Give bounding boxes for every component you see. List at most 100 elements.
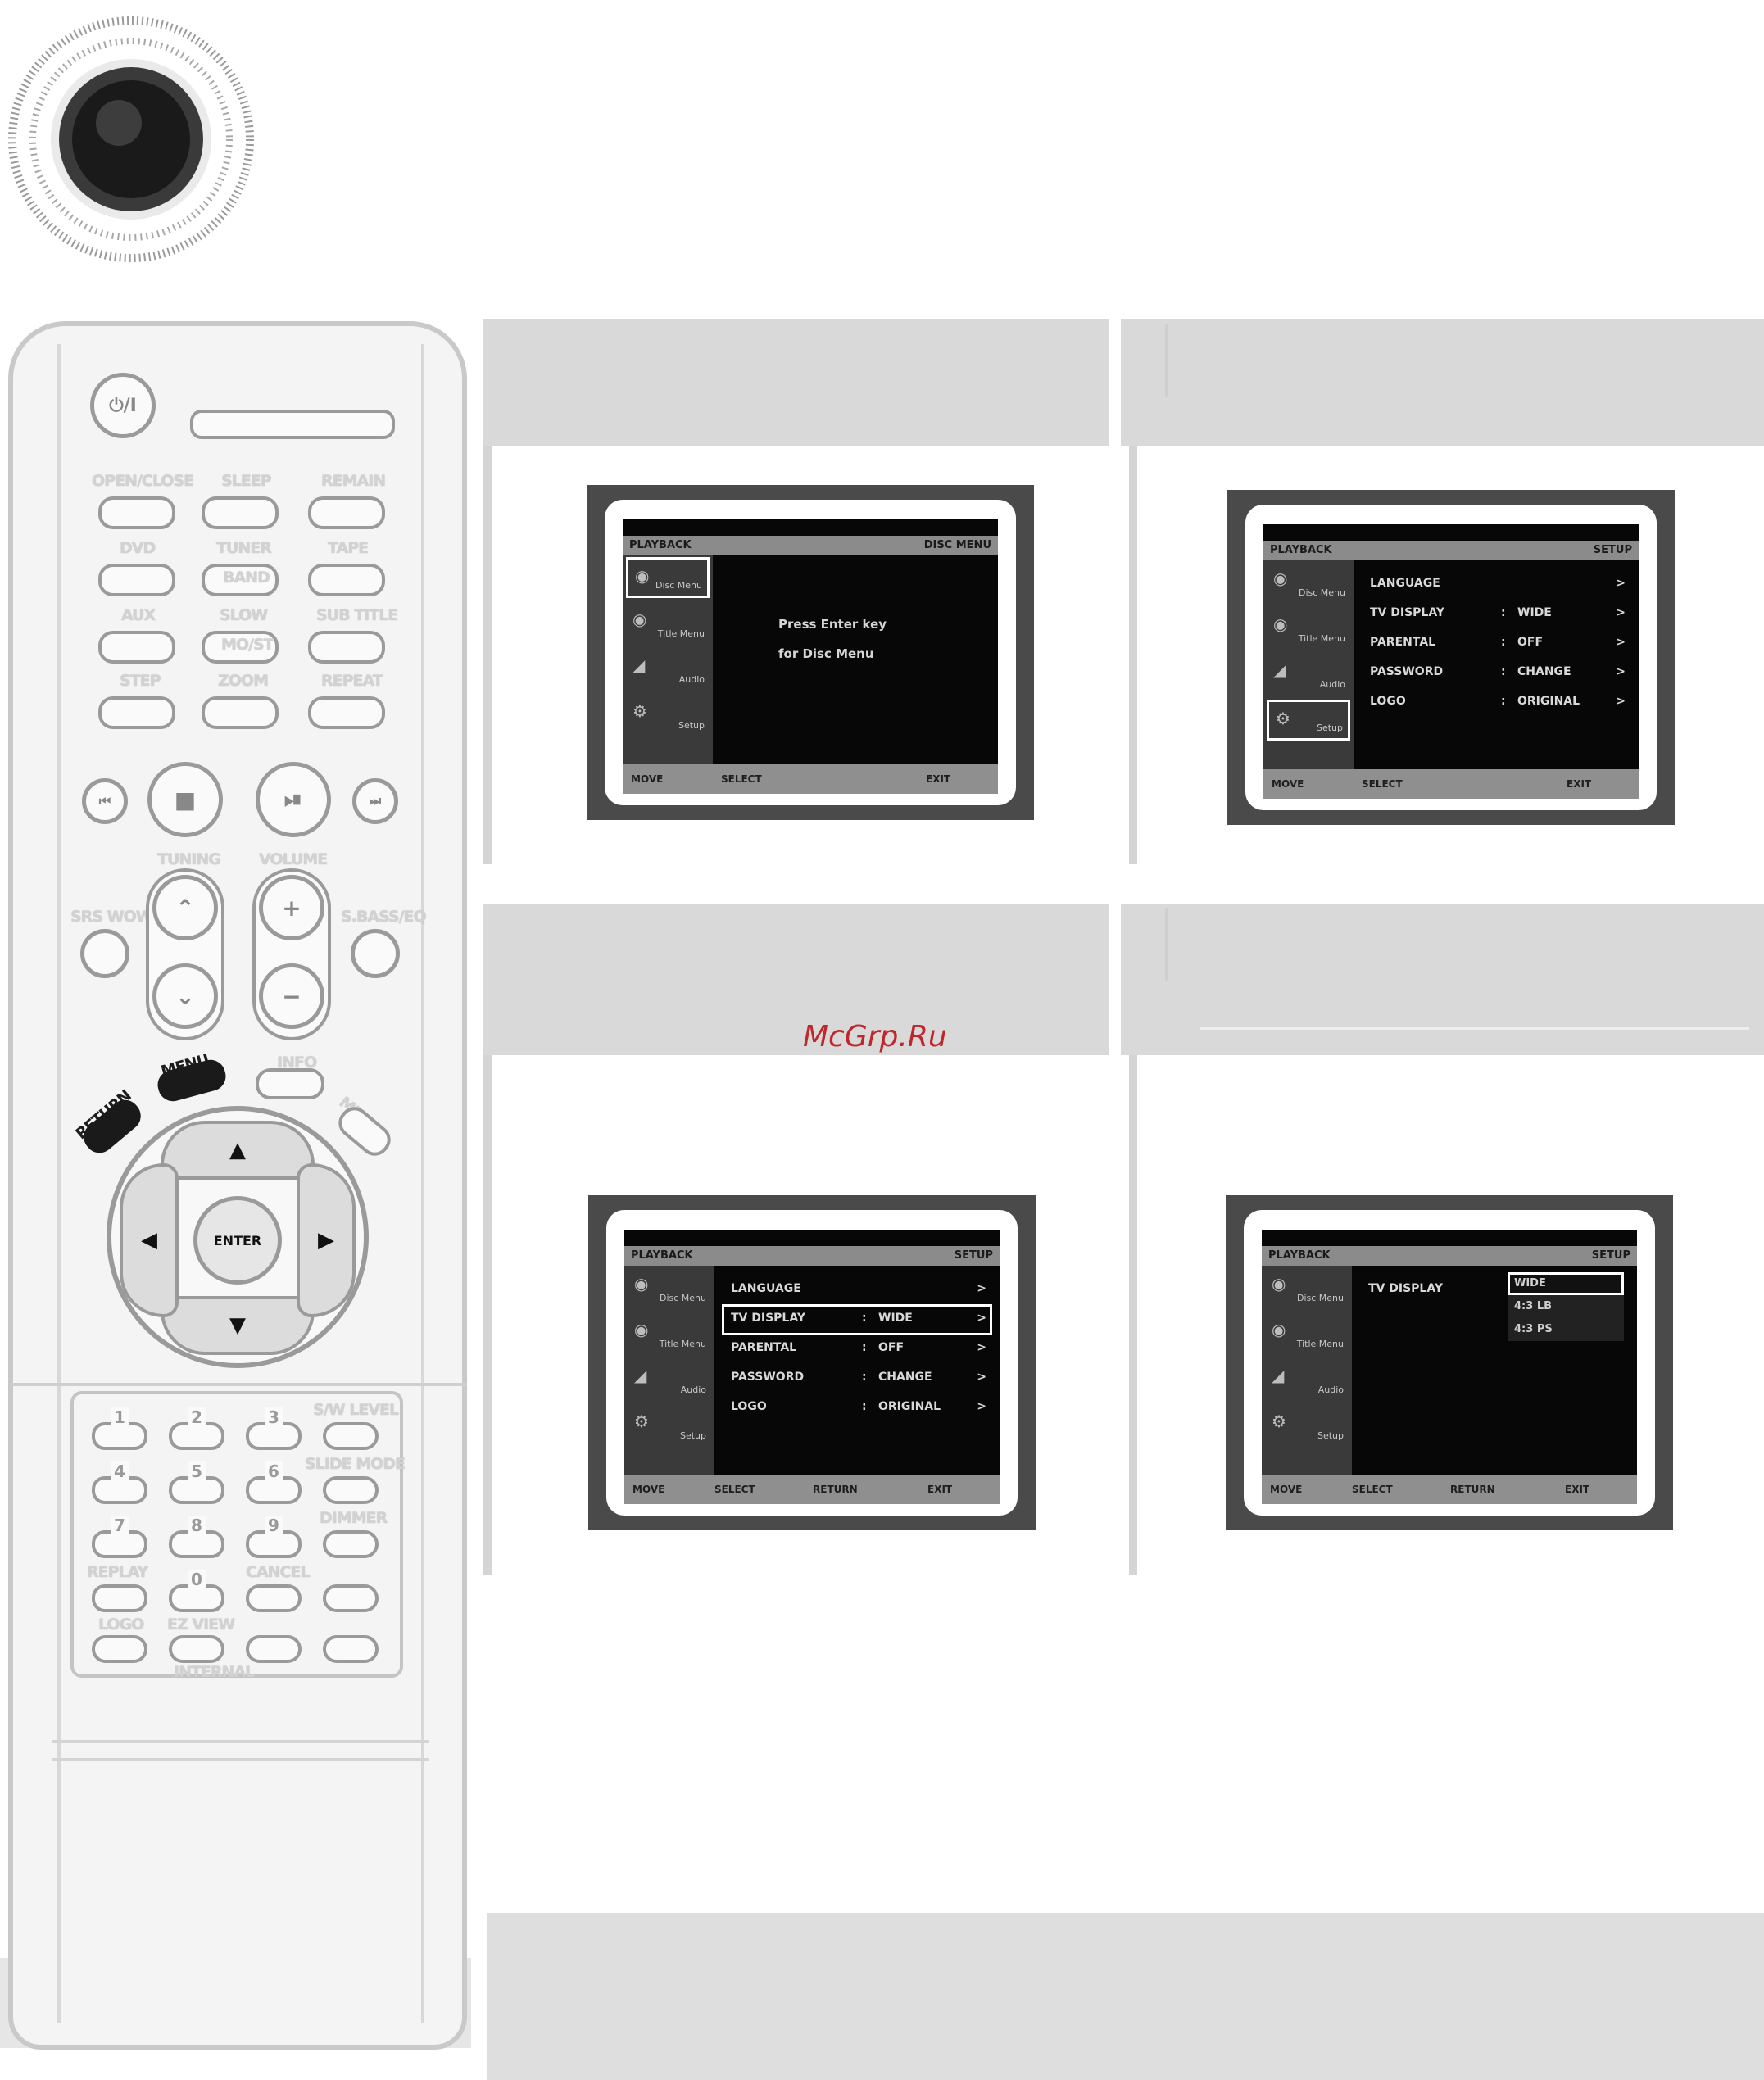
osd-message: Press Enter key for Disc Menu <box>778 609 887 668</box>
osd-row-tv-display[interactable]: TV DISPLAY:WIDE> <box>722 1304 992 1335</box>
option-4-3-ps[interactable]: 4:3 PS <box>1508 1318 1624 1341</box>
osd-row-password[interactable]: PASSWORD:CHANGE> <box>723 1364 991 1393</box>
dimmer-button[interactable] <box>323 1530 379 1558</box>
digit-4-button[interactable]: 4 <box>92 1461 147 1504</box>
row-key: LANGUAGE <box>731 1282 801 1295</box>
chevron-down-icon: ⌄ <box>175 982 195 1010</box>
logo-button[interactable] <box>92 1635 147 1663</box>
replay-label: REPLAY <box>87 1563 148 1581</box>
option-4-3-lb[interactable]: 4:3 LB <box>1508 1295 1624 1318</box>
osd-hint-move: MOVE <box>631 773 664 785</box>
tuning-down-button[interactable]: ⌄ <box>152 963 218 1029</box>
srs-wow-button[interactable] <box>80 929 129 978</box>
osd-row-parental[interactable]: PARENTAL:OFF> <box>1362 629 1630 659</box>
gear-icon: ⚙ <box>633 701 647 721</box>
speaker-logo <box>8 16 254 262</box>
osd-item-disc-menu[interactable]: ◉Disc Menu <box>1267 562 1350 603</box>
digit-label: 2 <box>188 1407 206 1427</box>
osd-row-language[interactable]: LANGUAGE > <box>723 1276 991 1305</box>
subtitle-button[interactable] <box>308 631 385 664</box>
ez-view-button[interactable] <box>169 1635 224 1663</box>
keypad-panel <box>70 1391 403 1678</box>
dpad-left-button[interactable]: ◀ <box>120 1163 179 1317</box>
osd-item-disc-menu[interactable]: ◉Disc Menu <box>1265 1267 1349 1308</box>
play-pause-button[interactable]: ⏯ <box>256 762 331 837</box>
osd-item-audio[interactable]: ◢Audio <box>1265 1359 1349 1400</box>
stop-button[interactable]: ■ <box>147 762 223 837</box>
osd-item-audio[interactable]: ◢Audio <box>626 649 710 690</box>
digit-0-button[interactable]: 0 <box>169 1570 224 1612</box>
digit-1-button[interactable]: 1 <box>92 1407 147 1450</box>
osd-setup-list: LANGUAGE > TV DISPLAY:WIDE> PARENTAL:OFF>… <box>722 1276 992 1423</box>
slide-mode-button[interactable] <box>323 1476 379 1504</box>
sw-level-button[interactable] <box>323 1422 379 1450</box>
digit-8-button[interactable]: 8 <box>169 1516 224 1558</box>
osd-sidebar: ◉Disc Menu ◉Title Menu ◢Audio ⚙Setup <box>623 555 713 764</box>
osd-item-audio[interactable]: ◢Audio <box>1267 654 1350 695</box>
tuning-up-button[interactable]: ⌃ <box>152 875 218 940</box>
osd-setup-list: LANGUAGE> TV DISPLAY:WIDE> PARENTAL:OFF>… <box>1362 570 1630 718</box>
osd-item-title-menu[interactable]: ◉Title Menu <box>1265 1313 1349 1354</box>
osd-item-setup[interactable]: ⚙Setup <box>1267 700 1350 741</box>
row-key: LOGO <box>1370 695 1406 708</box>
volume-up-button[interactable]: + <box>259 875 324 940</box>
prev-button[interactable]: ⏮ <box>82 778 128 824</box>
digit-3-button[interactable]: 3 <box>246 1407 302 1450</box>
digit-2-button[interactable]: 2 <box>169 1407 224 1450</box>
open-close-button[interactable] <box>98 496 175 529</box>
option-wide[interactable]: WIDE <box>1508 1272 1624 1295</box>
tape-label: TAPE <box>328 539 369 557</box>
chevron-right-icon: > <box>1616 606 1626 619</box>
osd-item-label: Audio <box>680 1384 706 1395</box>
power-button[interactable]: ⏻/I <box>90 373 156 438</box>
osd-item-setup[interactable]: ⚙Setup <box>1265 1405 1349 1446</box>
osd-row-logo[interactable]: LOGO:ORIGINAL> <box>723 1393 991 1423</box>
zoom-button[interactable] <box>202 696 279 729</box>
digit-5-button[interactable]: 5 <box>169 1461 224 1504</box>
replay-button[interactable] <box>92 1584 147 1612</box>
osd-item-title-menu[interactable]: ◉Title Menu <box>1267 608 1350 649</box>
extra-button[interactable] <box>323 1584 379 1612</box>
digit-6-button[interactable]: 6 <box>246 1461 302 1504</box>
sound-edit-button[interactable] <box>323 1635 379 1663</box>
aux-button[interactable] <box>98 631 175 664</box>
step-button[interactable] <box>98 696 175 729</box>
osd-row-language[interactable]: LANGUAGE> <box>1362 570 1630 600</box>
dvd-button[interactable] <box>98 564 175 596</box>
osd-item-title-menu[interactable]: ◉Title Menu <box>626 603 710 644</box>
osd-item-disc-menu[interactable]: ◉Disc Menu <box>628 1267 711 1308</box>
osd-item-setup[interactable]: ⚙Setup <box>628 1405 711 1446</box>
enter-button[interactable]: ENTER <box>193 1196 282 1285</box>
dpad-right-button[interactable]: ▶ <box>297 1163 356 1317</box>
dpad-up-button[interactable]: ▲ <box>161 1121 315 1180</box>
osd-sidebar: ◉Disc Menu ◉Title Menu ◢Audio ⚙Setup <box>624 1266 714 1475</box>
down-arrow-icon: ▼ <box>229 1313 246 1338</box>
osd-item-disc-menu[interactable]: ◉Disc Menu <box>626 557 710 598</box>
osd-item-setup[interactable]: ⚙Setup <box>626 695 710 736</box>
tuner-memory-button[interactable] <box>246 1635 302 1663</box>
info-button[interactable] <box>256 1068 324 1099</box>
tv-screen-2: PLAYBACK SETUP ◉Disc Menu ◉Title Menu ◢A… <box>1227 490 1675 825</box>
osd-row-parental[interactable]: PARENTAL:OFF> <box>723 1335 991 1364</box>
tuner-band-button[interactable]: BAND <box>202 564 279 596</box>
osd-row-password[interactable]: PASSWORD:CHANGE> <box>1362 659 1630 688</box>
osd-row-logo[interactable]: LOGO:ORIGINAL> <box>1362 688 1630 718</box>
slow-most-button[interactable]: MO/ST <box>202 631 279 664</box>
remain-button[interactable] <box>308 496 385 529</box>
osd-item-audio[interactable]: ◢Audio <box>628 1359 711 1400</box>
digit-7-button[interactable]: 7 <box>92 1516 147 1558</box>
osd-row-tv-display[interactable]: TV DISPLAY:WIDE> <box>1362 600 1630 629</box>
digit-9-button[interactable]: 9 <box>246 1516 302 1558</box>
sbass-eq-button[interactable] <box>351 929 400 978</box>
sleep-button[interactable] <box>202 496 279 529</box>
dpad-down-button[interactable]: ▼ <box>161 1296 315 1355</box>
tape-button[interactable] <box>308 564 385 596</box>
repeat-button[interactable] <box>308 696 385 729</box>
chevron-right-icon: > <box>977 1282 986 1295</box>
volume-down-button[interactable]: − <box>259 963 324 1029</box>
cancel-button[interactable] <box>246 1584 302 1612</box>
next-button[interactable]: ⏭ <box>352 778 398 824</box>
osd-item-title-menu[interactable]: ◉Title Menu <box>628 1313 711 1354</box>
osd-mode-label: PLAYBACK <box>1268 1249 1331 1262</box>
row-colon: : <box>862 1312 867 1325</box>
